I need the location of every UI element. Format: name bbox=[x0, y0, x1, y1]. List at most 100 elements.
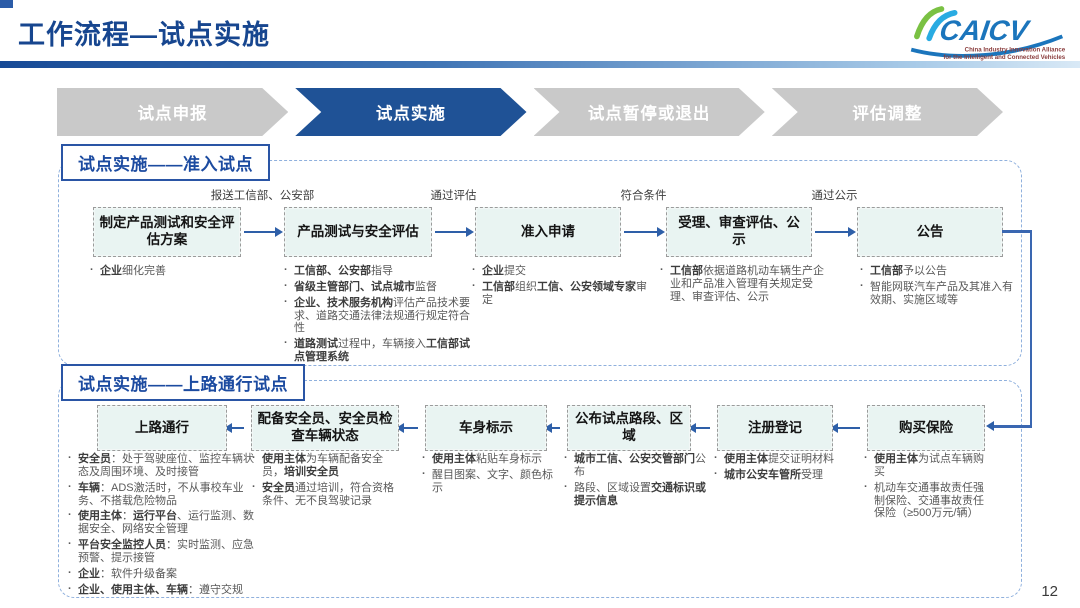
bullet-segment: 组织 bbox=[515, 280, 537, 293]
bullet-item: 平台安全监控人员：实时监测、应急预警、提示接管 bbox=[65, 538, 263, 565]
page-number: 12 bbox=[1041, 583, 1058, 600]
bullet-segment: 指导 bbox=[371, 265, 393, 277]
bullet-segment: 工信、公安领域专家 bbox=[537, 280, 636, 293]
process-step-label: 评估调整 bbox=[852, 105, 923, 123]
flow-box-label: 注册登记 bbox=[748, 419, 802, 435]
bullet-segment: 运行平台 bbox=[133, 510, 177, 523]
flow-arrowhead-icon bbox=[224, 423, 232, 433]
flow-box: 注册登记 bbox=[717, 405, 833, 451]
bullet-segment: 受理 bbox=[801, 468, 823, 481]
bullet-list: 安全员：处于驾驶座位、监控车辆状态及周围环境、及时接管车辆：ADS激活时，不从事… bbox=[65, 452, 263, 600]
bullet-segment: 粘贴车身标示 bbox=[476, 453, 542, 465]
bullet-list: 城市工信、公安交管部门公布路段、区域设置交通标识或提示信息 bbox=[561, 452, 707, 510]
flow-arrow bbox=[224, 423, 244, 433]
bullet-segment: ：实时监测、应急预警、提示接管 bbox=[78, 539, 254, 565]
bullet-segment: 使用主体 bbox=[262, 453, 306, 465]
flow-box-label: 车身标示 bbox=[459, 419, 513, 435]
bullet-segment: 企业、技术服务机构 bbox=[294, 296, 393, 309]
bullet-segment: 审定 bbox=[482, 280, 647, 306]
bullet-segment: 工信部 bbox=[670, 265, 703, 277]
arrow-label: 报送工信部、公安部 bbox=[210, 190, 315, 202]
flow-arrow bbox=[624, 227, 665, 237]
bullet-item: 城市公安车管所受理 bbox=[711, 468, 853, 482]
flow-arrowhead-icon bbox=[544, 423, 552, 433]
bullet-item: 城市工信、公安交管部门公布 bbox=[561, 452, 707, 479]
bullet-item: 使用主体为试点车辆购买 bbox=[861, 452, 989, 479]
bullet-item: 安全员：处于驾驶座位、监控车辆状态及周围环境、及时接管 bbox=[65, 452, 263, 479]
flow-box: 产品测试与安全评估 bbox=[284, 207, 432, 257]
flow-box-label: 购买保险 bbox=[899, 419, 953, 435]
connector-arrowhead-icon bbox=[986, 421, 994, 431]
bullet-segment: 交通标识或提示信息 bbox=[574, 481, 706, 507]
bullet-segment: 、运行监测、数据安全、网络安全管理 bbox=[78, 510, 254, 536]
bullet-segment: 智能网联汽车产品及其准入有效期、实施区域等 bbox=[870, 280, 1013, 306]
flow-box-label: 制定产品测试和安全评估方案 bbox=[99, 215, 235, 247]
process-step-3: 试点暂停或退出 bbox=[534, 88, 765, 136]
bullet-list: 使用主体提交证明材料城市公安车管所受理 bbox=[711, 452, 853, 485]
bullet-list: 企业细化完善 bbox=[87, 264, 263, 281]
bullet-segment: 依据道路机动车辆生产企业和产品准入管理有关规定受理、审查评估、公示 bbox=[670, 265, 824, 303]
bullet-segment: 过程中，车辆接入 bbox=[338, 338, 426, 351]
bullet-item: 智能网联汽车产品及其准入有效期、实施区域等 bbox=[857, 280, 1021, 307]
flow-box: 受理、审查评估、公示 bbox=[666, 207, 812, 257]
bullet-segment: 醒目图案、文字、颜色标示 bbox=[432, 468, 553, 494]
process-steps: 试点申报试点实施试点暂停或退出评估调整 bbox=[57, 88, 1010, 136]
logo-swoosh-blue-bottom bbox=[910, 34, 1064, 58]
flow-box-label: 公告 bbox=[916, 223, 944, 239]
flow-arrow bbox=[830, 423, 860, 433]
bullet-segment: ：处于驾驶座位、监控车辆状态及周围环境、及时接管 bbox=[78, 453, 254, 478]
bullet-segment: 监督 bbox=[415, 280, 437, 293]
flow-box: 购买保险 bbox=[867, 405, 985, 451]
flow-arrowhead-icon bbox=[396, 423, 404, 433]
bullet-item: 企业：软件升级备案 bbox=[65, 567, 263, 581]
bullet-list: 工信部、公安部指导省级主管部门、试点城市监督企业、技术服务机构评估产品技术要求、… bbox=[281, 264, 471, 367]
bullet-segment: 工信部 bbox=[482, 280, 515, 293]
flow-box-label: 上路通行 bbox=[135, 419, 189, 435]
bullet-segment: 通过培训，符合资格条件、无不良驾驶记录 bbox=[262, 481, 394, 507]
flow-arrowhead-icon bbox=[830, 423, 838, 433]
flow-arrow bbox=[244, 227, 283, 237]
bullet-segment: 工信部、公安部 bbox=[294, 265, 371, 277]
bullet-item: 企业提交 bbox=[469, 264, 649, 278]
bullet-item: 使用主体粘贴车身标示 bbox=[419, 452, 561, 466]
bullet-item: 省级主管部门、试点城市监督 bbox=[281, 280, 471, 294]
bullet-segment: 予以公告 bbox=[903, 265, 947, 277]
bullet-segment: 使用主体 bbox=[724, 453, 768, 465]
bullet-segment: 工信部 bbox=[870, 265, 903, 277]
flow-box: 上路通行 bbox=[97, 405, 227, 451]
flow-box-label: 配备安全员、安全员检查车辆状态 bbox=[257, 411, 393, 443]
connector-horizontal-top bbox=[1002, 230, 1032, 233]
bullet-segment: 企业、使用主体、车辆 bbox=[78, 583, 188, 596]
bullet-segment: 机动车交通事故责任强制保险、交通事故责任保险（≥500万元/辆） bbox=[874, 481, 984, 520]
caicv-logo-graphic: CAICV China Industry Innovation Alliance… bbox=[910, 6, 1066, 61]
section-title: 试点实施——上路通行试点 bbox=[61, 364, 305, 401]
bullet-item: 使用主体提交证明材料 bbox=[711, 452, 853, 466]
flow-arrowhead-icon bbox=[275, 227, 283, 237]
bullet-segment: 评估产品技术要求、道路交通法律法规通行规定符合性 bbox=[294, 296, 470, 335]
bullet-segment: 公布 bbox=[574, 453, 706, 478]
connector-vertical bbox=[1029, 230, 1032, 427]
process-step-2: 试点实施 bbox=[295, 88, 526, 136]
bullet-segment: 平台安全监控人员 bbox=[78, 539, 166, 552]
bullet-item: 使用主体为车辆配备安全员，培训安全员 bbox=[249, 452, 403, 479]
section-2: 试点实施——上路通行试点上路通行安全员：处于驾驶座位、监控车辆状态及周围环境、及… bbox=[58, 364, 1022, 600]
bullet-item: 车辆：ADS激活时，不从事校车业务、不搭载危险物品 bbox=[65, 481, 263, 508]
caicv-logo: CAICV China Industry Innovation Alliance… bbox=[898, 6, 1068, 68]
bullet-list: 使用主体为试点车辆购买机动车交通事故责任强制保险、交通事故责任保险（≥500万元… bbox=[861, 452, 989, 523]
flow-arrowhead-icon bbox=[688, 423, 696, 433]
logo-swoosh-green bbox=[914, 6, 945, 40]
bullet-segment: 企业 bbox=[100, 265, 122, 277]
bullet-segment: ： bbox=[122, 510, 133, 523]
flow-arrowhead-icon bbox=[657, 227, 665, 237]
flow-box-label: 公布试点路段、区域 bbox=[575, 411, 683, 443]
bullet-item: 路段、区域设置交通标识或提示信息 bbox=[561, 481, 707, 508]
bullet-segment: 道路测试 bbox=[294, 338, 338, 351]
bullet-item: 安全员通过培训，符合资格条件、无不良驾驶记录 bbox=[249, 481, 403, 508]
bullet-segment: 提交证明材料 bbox=[768, 453, 834, 465]
flow-box: 准入申请 bbox=[475, 207, 621, 257]
header-divider bbox=[0, 61, 1080, 68]
bullet-segment: ：软件升级备案 bbox=[100, 567, 177, 580]
bullet-item: 工信部依据道路机动车辆生产企业和产品准入管理有关规定受理、审查评估、公示 bbox=[657, 264, 829, 304]
bullet-segment: 培训安全员 bbox=[284, 465, 339, 478]
corner-accent bbox=[0, 0, 13, 8]
